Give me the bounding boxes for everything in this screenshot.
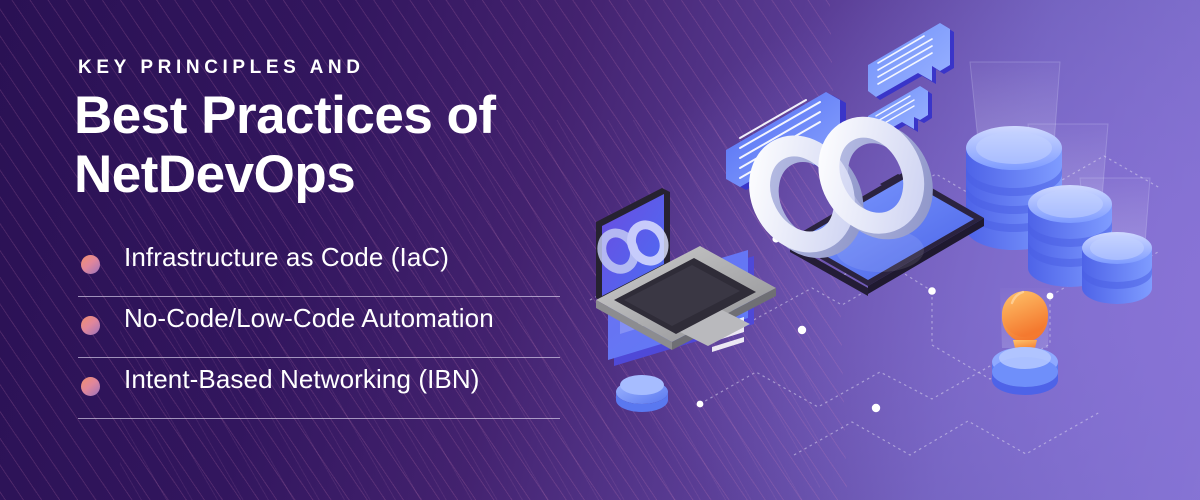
principles-list: Infrastructure as Code (IaC) No-Code/Low…	[78, 236, 560, 419]
chat-bubble-small-top	[868, 23, 954, 100]
list-item-label: Intent-Based Networking (IBN)	[124, 364, 480, 394]
page-title: Best Practices of NetDevOps	[74, 86, 496, 205]
bullet-dot-icon	[81, 255, 100, 274]
bullet-dot-icon	[81, 377, 100, 396]
list-item-label: Infrastructure as Code (IaC)	[124, 242, 450, 272]
infinity-loop-3d	[749, 116, 933, 259]
list-item: Intent-Based Networking (IBN)	[78, 358, 560, 419]
laptop-infinity	[596, 188, 776, 350]
illustration	[580, 0, 1200, 500]
list-separator	[78, 418, 560, 419]
eyebrow-text: KEY PRINCIPLES AND	[78, 57, 365, 78]
list-separator	[78, 357, 560, 358]
database-stack-short	[1082, 232, 1152, 304]
list-item: Infrastructure as Code (IaC)	[78, 236, 560, 297]
text-column: KEY PRINCIPLES AND Best Practices of Net…	[74, 0, 578, 500]
list-item-label: No-Code/Low-Code Automation	[124, 303, 494, 333]
bullet-dot-icon	[81, 316, 100, 335]
list-separator	[78, 296, 560, 297]
lightbulb	[992, 288, 1058, 395]
list-item: No-Code/Low-Code Automation	[78, 297, 560, 358]
